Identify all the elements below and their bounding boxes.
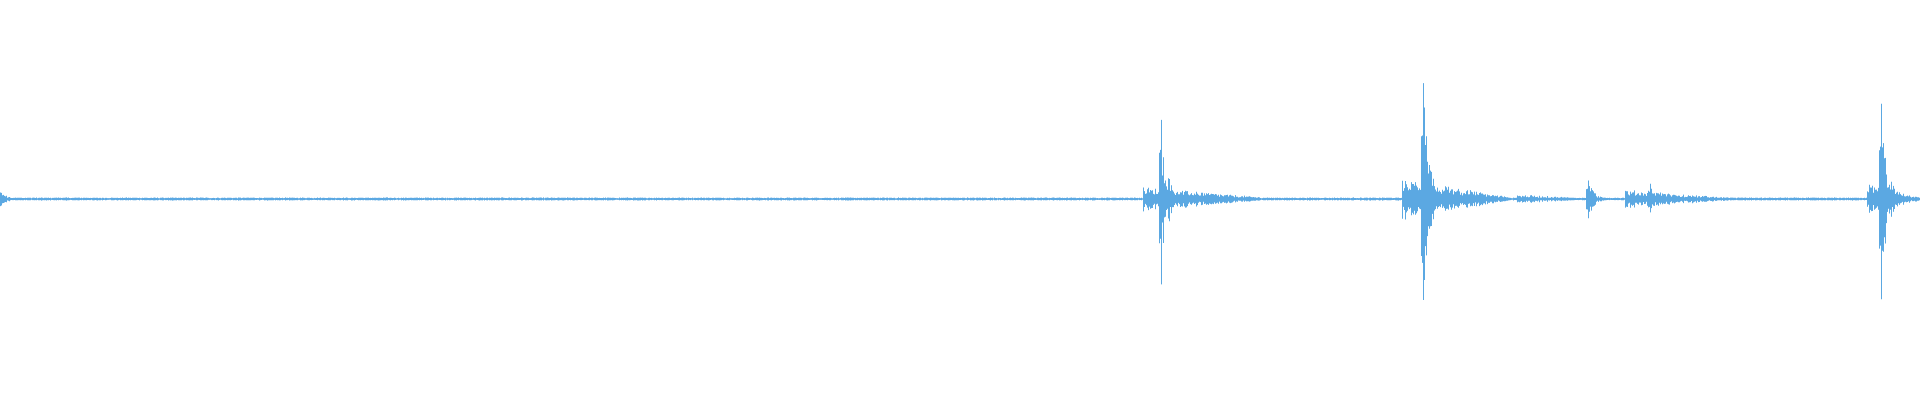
waveform-samples bbox=[0, 83, 1920, 300]
